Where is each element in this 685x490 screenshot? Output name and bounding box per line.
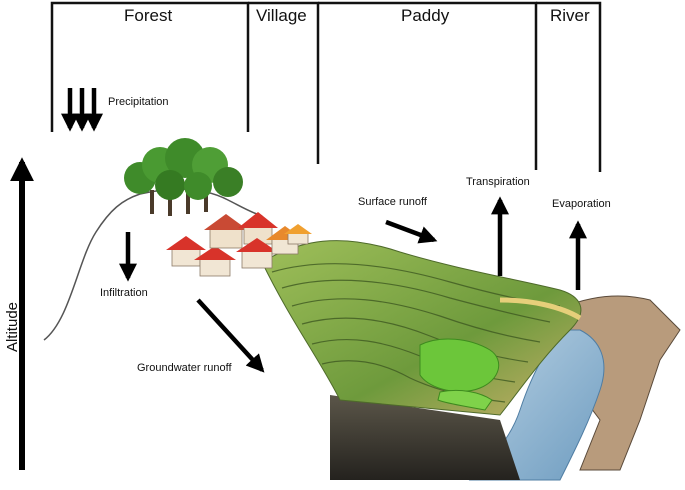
hillside-outline bbox=[43, 188, 263, 341]
house bbox=[236, 238, 278, 269]
paddy-terraces bbox=[261, 240, 582, 416]
precipitation-label: Precipitation bbox=[108, 96, 169, 108]
house bbox=[238, 212, 278, 245]
groundwater-runoff-arrow bbox=[196, 298, 265, 373]
river-zone-line bbox=[536, 1, 602, 172]
terrace-slope bbox=[261, 240, 582, 416]
surface-runoff-label: Surface runoff bbox=[358, 196, 427, 208]
zone-label-river: River bbox=[550, 6, 590, 25]
paddy-zone-line bbox=[318, 1, 538, 170]
transpiration-label: Transpiration bbox=[466, 176, 530, 188]
groundwater-runoff-label: Groundwater runoff bbox=[137, 362, 232, 374]
zone-label-village: Village bbox=[256, 6, 307, 25]
river-valley bbox=[330, 295, 681, 481]
zone-label-paddy: Paddy bbox=[401, 6, 450, 25]
field-edge-yellow bbox=[499, 297, 582, 321]
forest-zone-line bbox=[50, 1, 250, 132]
village-zone-line bbox=[248, 1, 320, 164]
zone-boundaries bbox=[50, 1, 602, 172]
village-houses bbox=[166, 212, 312, 277]
front-cliff bbox=[330, 395, 520, 480]
house bbox=[284, 224, 312, 245]
evaporation-label: Evaporation bbox=[552, 198, 611, 210]
zone-label-forest: Forest bbox=[124, 6, 173, 25]
house bbox=[194, 246, 236, 277]
altitude-label: Altitude bbox=[4, 301, 21, 353]
surface-runoff-arrow bbox=[385, 219, 438, 244]
process-arrows bbox=[61, 88, 587, 373]
bright-green-field-2 bbox=[437, 389, 493, 411]
house bbox=[204, 214, 248, 249]
forest-trees bbox=[124, 138, 243, 216]
bright-green-field bbox=[419, 338, 500, 393]
infiltration-label: Infiltration bbox=[100, 287, 148, 299]
